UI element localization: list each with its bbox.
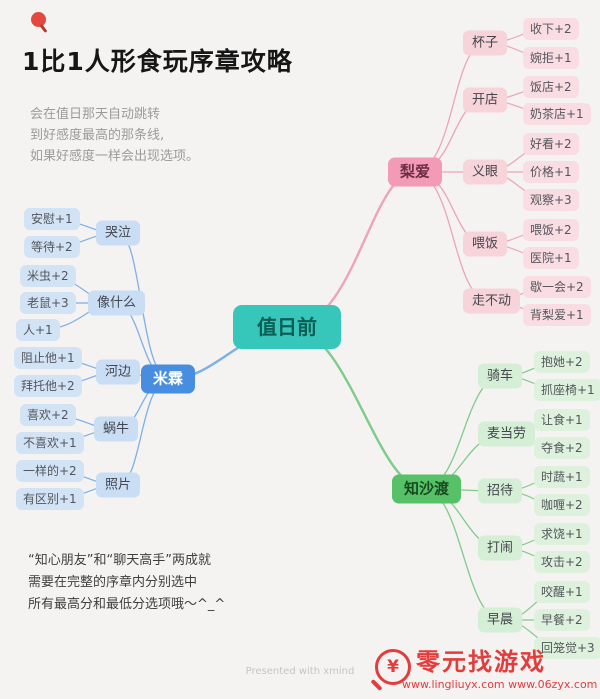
topic-node[interactable]: 像什么 [88, 290, 146, 316]
topic-node[interactable]: 照片 [96, 472, 141, 498]
option-node[interactable]: 喜欢+2 [20, 404, 76, 426]
option-node[interactable]: 歇一会+2 [523, 276, 591, 298]
option-node[interactable]: 婉拒+1 [523, 47, 579, 69]
option-node[interactable]: 好看+2 [523, 133, 579, 155]
option-node[interactable]: 医院+1 [523, 247, 579, 269]
option-node[interactable]: 抱她+2 [534, 351, 590, 373]
option-node[interactable]: 让食+1 [534, 409, 590, 431]
achievement-note-line: 需要在完整的序章内分别选中 [28, 575, 198, 590]
option-node[interactable]: 有区别+1 [16, 488, 84, 510]
option-node[interactable]: 收下+2 [523, 18, 579, 40]
intro-note-line: 到好感度最高的那条线, [30, 128, 165, 143]
branch-zhishadu[interactable]: 知沙渡 [392, 474, 462, 504]
option-node[interactable]: 等待+2 [24, 236, 80, 258]
option-node[interactable]: 喂饭+2 [523, 219, 579, 241]
option-node[interactable]: 攻击+2 [534, 551, 590, 573]
option-node[interactable]: 米虫+2 [20, 265, 76, 287]
option-node[interactable]: 奶茶店+1 [523, 103, 591, 125]
option-node[interactable]: 一样的+2 [16, 460, 84, 482]
option-node[interactable]: 阻止他+1 [14, 347, 82, 369]
option-node[interactable]: 不喜欢+1 [16, 432, 84, 454]
yen-symbol: ¥ [387, 657, 399, 677]
intro-note-line: 如果好感度一样会出现选项。 [30, 149, 200, 164]
achievement-note: “知心朋友”和“聊天高手”两成就 需要在完整的序章内分别选中 所有最高分和最低分… [28, 550, 225, 616]
magnifier-yen-logo-icon: ¥ [370, 649, 411, 692]
site-name-watermark: 零元找游戏 [416, 648, 546, 676]
option-node[interactable]: 拜托他+2 [14, 375, 82, 397]
topic-node[interactable]: 麦当劳 [478, 421, 536, 447]
topic-node[interactable]: 走不动 [463, 288, 521, 314]
intro-note-line: 会在值日那天自动跳转 [30, 107, 161, 122]
topic-node[interactable]: 招待 [478, 478, 523, 504]
topic-node[interactable]: 骑车 [478, 363, 523, 389]
option-node[interactable]: 咬醒+1 [534, 581, 590, 603]
option-node[interactable]: 咖喱+2 [534, 494, 590, 516]
topic-node[interactable]: 哭泣 [96, 220, 141, 246]
option-node[interactable]: 抓座椅+1 [534, 379, 600, 401]
option-node[interactable]: 早餐+2 [534, 609, 590, 631]
option-node[interactable]: 安慰+1 [24, 208, 80, 230]
topic-node[interactable]: 喂饭 [463, 231, 508, 257]
root-topic[interactable]: 值日前 [233, 305, 341, 349]
branch-milin[interactable]: 米霖 [141, 364, 196, 394]
page-title: 1比1人形食玩序章攻略 [22, 47, 293, 76]
achievement-note-line: 所有最高分和最低分选项哦～^_^ [28, 597, 226, 612]
topic-node[interactable]: 早晨 [478, 607, 523, 633]
option-node[interactable]: 夺食+2 [534, 437, 590, 459]
option-node[interactable]: 观察+3 [523, 189, 579, 211]
option-node[interactable]: 老鼠+3 [20, 292, 76, 314]
topic-node[interactable]: 开店 [463, 87, 508, 113]
site-urls-link[interactable]: www.lingliuyx.com www.06zyx.com [402, 678, 598, 691]
option-node[interactable]: 饭店+2 [523, 76, 579, 98]
intro-note: 会在值日那天自动跳转 到好感度最高的那条线, 如果好感度一样会出现选项。 [30, 104, 199, 167]
topic-node[interactable]: 蜗牛 [94, 416, 139, 442]
topic-node[interactable]: 打闹 [478, 535, 523, 561]
option-node[interactable]: 求饶+1 [534, 523, 590, 545]
topic-node[interactable]: 义眼 [463, 159, 508, 185]
option-node[interactable]: 时蔬+1 [534, 466, 590, 488]
branch-liai[interactable]: 梨爱 [388, 157, 443, 187]
option-node[interactable]: 背梨爱+1 [523, 304, 591, 326]
achievement-note-line: “知心朋友”和“聊天高手”两成就 [28, 553, 211, 568]
option-node[interactable]: 回笼觉+3 [534, 637, 600, 659]
option-node[interactable]: 价格+1 [523, 161, 579, 183]
xmind-watermark: Presented with xmind [245, 666, 355, 677]
pushpin-icon [31, 12, 46, 27]
topic-node[interactable]: 河边 [96, 359, 141, 385]
option-node[interactable]: 人+1 [16, 319, 60, 341]
topic-node[interactable]: 杯子 [463, 30, 508, 56]
